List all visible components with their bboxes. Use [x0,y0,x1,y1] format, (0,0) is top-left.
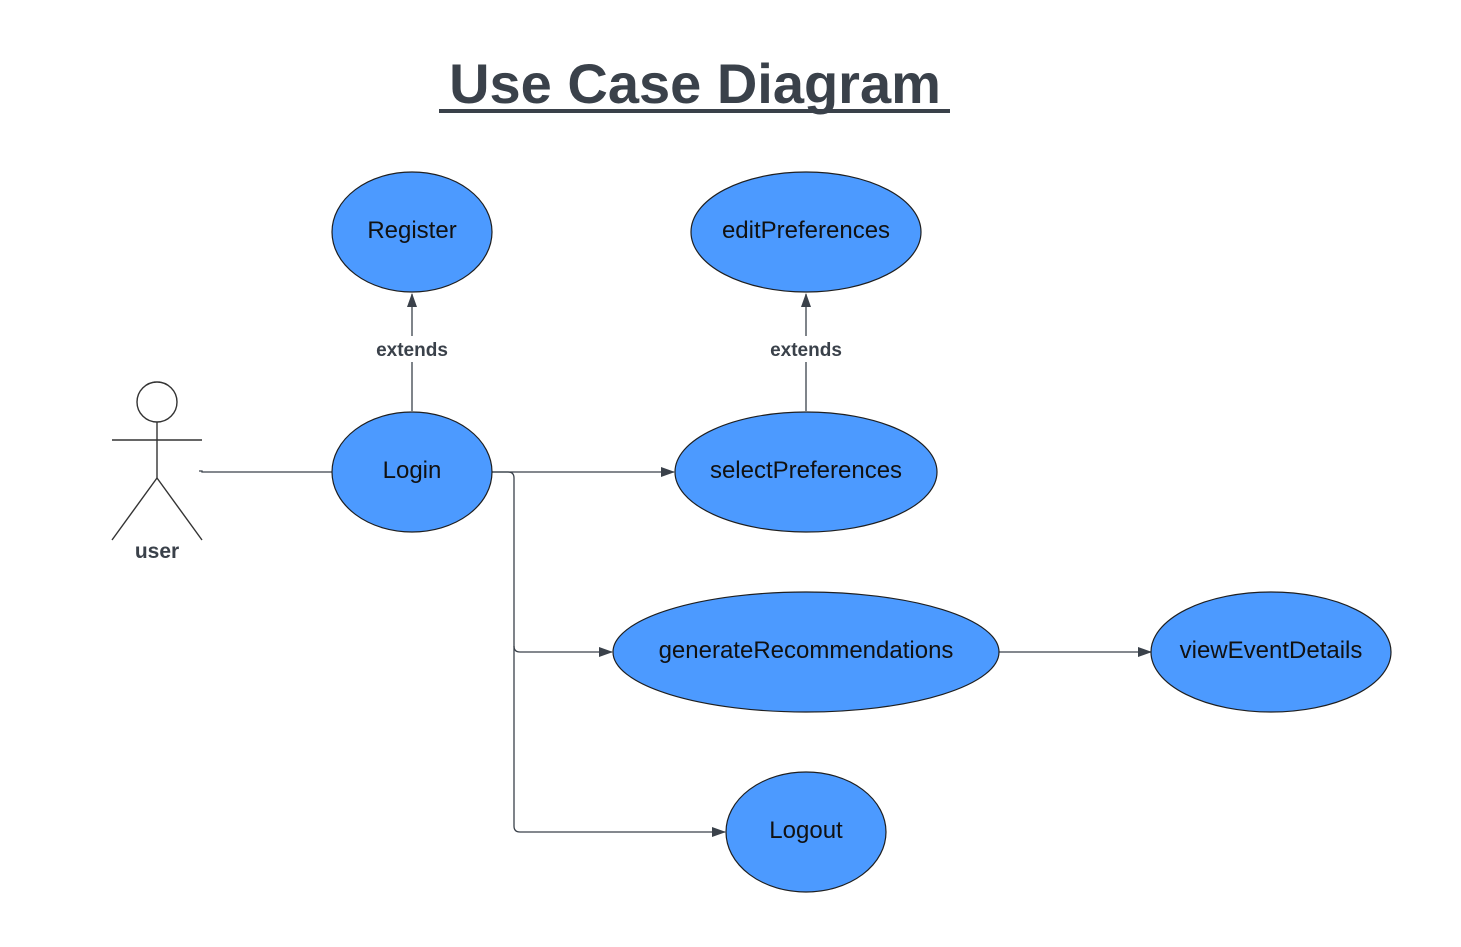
actor-head [136,381,178,423]
edge-labels: extends extends [370,336,848,362]
use-case-register-shape [331,171,493,293]
use-case-edit-preferences-shape [690,171,922,293]
use-case-register-label: Register [367,217,456,244]
use-case-login-shape [331,411,493,533]
actor-user[interactable]: user [111,381,203,563]
use-case-logout-shape [725,771,887,893]
use-case-edit-preferences[interactable]: editPreferences [690,171,922,293]
use-case-edit-preferences-label: editPreferences [722,217,890,244]
diagram-title: Use Case Diagram [439,52,950,115]
use-case-login[interactable]: Login [331,411,493,533]
diagram-title-text: Use Case Diagram [449,52,941,115]
use-case-select-preferences-label: selectPreferences [710,457,902,484]
use-case-view-event-details-shape [1150,591,1392,713]
use-case-select-preferences-shape [674,411,938,533]
actor-label: user [135,540,179,563]
use-case-select-preferences[interactable]: selectPreferences [674,411,938,533]
connector-login-logout [513,646,726,837]
connectors [199,293,1152,837]
use-case-register[interactable]: Register [331,171,493,293]
use-case-generate-recommendations[interactable]: generateRecommendations [612,591,1000,713]
edge-label-bg-login-register [370,336,454,362]
actor-left-leg [111,477,158,541]
use-case-view-event-details[interactable]: viewEventDetails [1150,591,1392,713]
use-case-logout-label: Logout [769,817,843,844]
use-case-logout[interactable]: Logout [725,771,887,893]
use-case-generate-recommendations-label: generateRecommendations [659,637,954,664]
edge-label-select-edit: extends [770,340,842,361]
use-case-login-label: Login [383,457,442,484]
edge-label-login-register: extends [376,340,448,361]
edge-label-bg-select-edit [764,336,848,362]
use-case-generate-recommendations-shape [612,591,1000,713]
use-case-view-event-details-label: viewEventDetails [1180,637,1363,664]
connector-login-generate [492,471,613,657]
actor-right-leg [156,477,203,541]
association-user-login [199,470,332,473]
